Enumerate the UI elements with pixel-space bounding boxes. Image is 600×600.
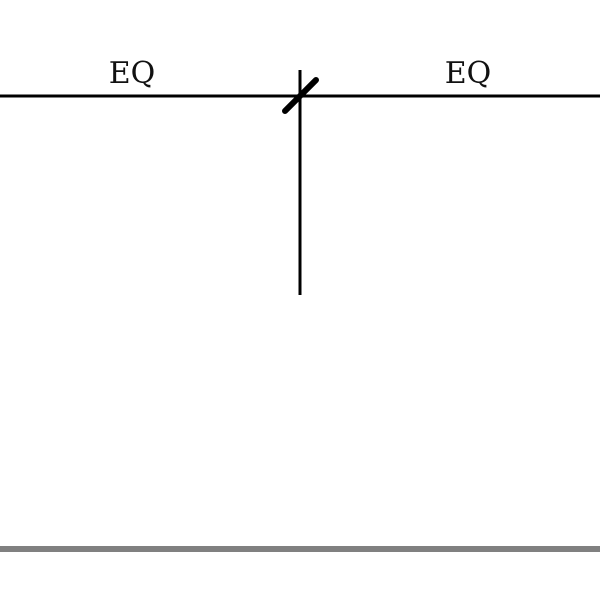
baseline-bar [0, 546, 600, 552]
left-eq-label: EQ [109, 56, 156, 91]
tick-mark [282, 77, 319, 114]
right-eq-label: EQ [445, 56, 492, 91]
